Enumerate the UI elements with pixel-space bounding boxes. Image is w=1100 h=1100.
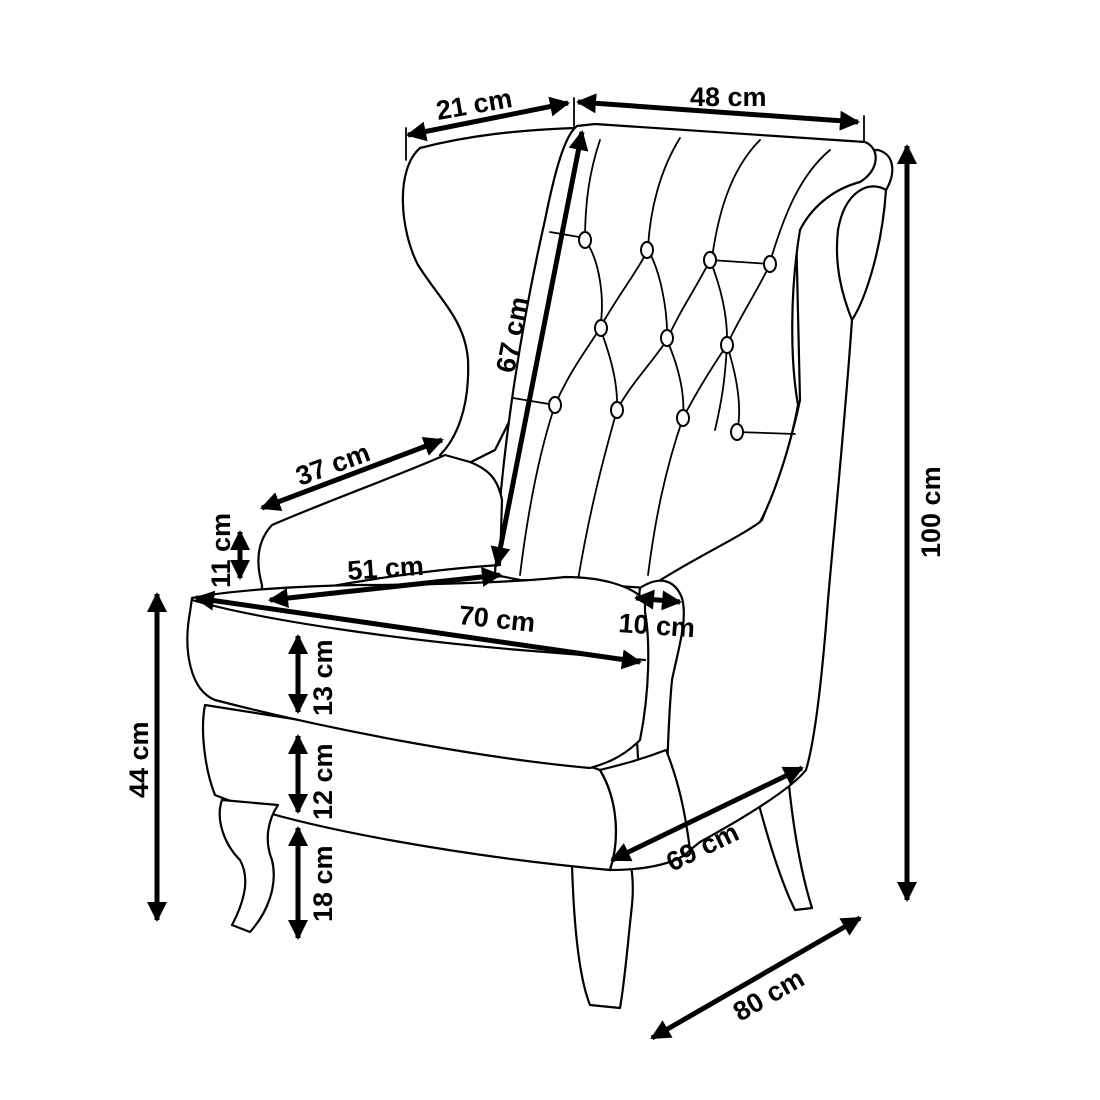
tufting-button [763, 255, 777, 273]
dim-label-base-height: 12 cm [308, 743, 338, 820]
tufting-button [640, 241, 654, 259]
dim-label-armrest-width: 10 cm [618, 608, 696, 643]
tufting-button [660, 329, 674, 347]
dim-label-seat-height: 44 cm [124, 721, 154, 798]
armchair-illustration [186, 122, 894, 1010]
tufting-button [594, 319, 608, 337]
tufting-button [720, 336, 734, 354]
dim-label-total-height: 100 cm [916, 466, 946, 558]
dimension-lines [147, 93, 917, 1041]
dim-label-seat-depth: 51 cm [346, 551, 424, 586]
right-wing-inner-curve [835, 185, 888, 322]
tufting-button [730, 423, 744, 441]
dim-arrow-base-depth [610, 765, 804, 863]
dim-label-wing-top-width: 21 cm [434, 83, 515, 126]
backrest-pleat [647, 417, 684, 576]
tufting-diamond [714, 344, 728, 431]
dim-arrow-wing-top-width [406, 96, 570, 142]
dim-arrow-seat-width [194, 590, 642, 670]
tufting-button [548, 396, 562, 414]
backrest-pleat [709, 259, 771, 265]
dim-arrow-total-depth [650, 915, 862, 1041]
dim-label-leg-height: 18 cm [308, 845, 338, 922]
dim-label-seat-cushion-height: 13 cm [308, 639, 338, 716]
front-left-leg [218, 798, 280, 934]
backrest-pleat [769, 149, 831, 263]
tufting-button [610, 401, 624, 419]
backrest-pleat [711, 139, 761, 259]
backrest-pleat [736, 431, 796, 435]
backrest-pleat [647, 137, 681, 249]
dim-arrow-armrest-length [260, 437, 444, 511]
dim-arrow-backrest-height [490, 130, 589, 567]
tufting-button [676, 409, 690, 427]
tufting-button [578, 231, 592, 249]
front-right-leg [570, 858, 634, 1010]
dim-label-armrest-cushion-height: 11 cm [206, 513, 236, 588]
dim-arrow-backrest-top-width [576, 93, 860, 131]
tufting-button [703, 251, 717, 269]
dim-label-backrest-top-width: 48 cm [690, 82, 767, 112]
dim-arrow-armrest-width [634, 589, 682, 611]
